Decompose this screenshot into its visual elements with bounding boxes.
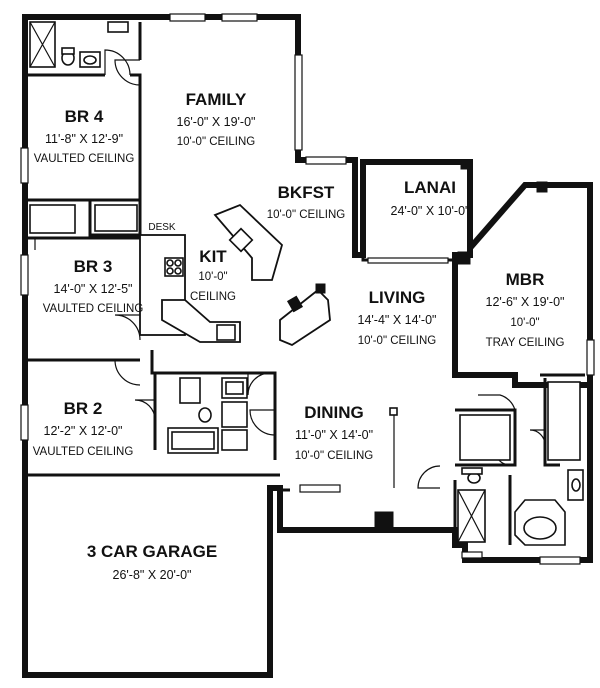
mbr-ceiling-2: TRAY CEILING xyxy=(486,337,565,349)
room-labels: FAMILY 16'-0" X 19'-0" 10'-0" CEILING BR… xyxy=(33,90,565,582)
bkfst-label: BKFST xyxy=(278,183,335,202)
dining-dims: 11'-0" X 14'-0" xyxy=(295,428,373,442)
br2-ceiling: VAULTED CEILING xyxy=(33,446,134,458)
interior-walls xyxy=(25,22,585,545)
br2-label: BR 2 xyxy=(64,399,103,418)
dining-ceiling: 10'-0" CEILING xyxy=(295,450,374,462)
dining-label: DINING xyxy=(304,403,364,422)
desk-label: DESK xyxy=(148,222,176,233)
mbr-ceiling-1: 10'-0" xyxy=(510,317,539,329)
fixtures xyxy=(29,21,584,546)
br2-dims: 12'-2" X 12'-0" xyxy=(44,424,123,438)
br4-label: BR 4 xyxy=(65,107,104,126)
family-dims: 16'-0" X 19'-0" xyxy=(177,115,256,129)
living-label: LIVING xyxy=(369,288,426,307)
br3-dims: 14'-0" X 12'-5" xyxy=(54,282,133,296)
mbr-label: MBR xyxy=(506,270,545,289)
windows xyxy=(20,13,595,565)
living-ceiling: 10'-0" CEILING xyxy=(358,335,437,347)
garage-label: 3 CAR GARAGE xyxy=(87,542,217,561)
lanai-label: LANAI xyxy=(404,178,456,197)
exterior-walls xyxy=(22,14,593,678)
br4-ceiling: VAULTED CEILING xyxy=(34,153,135,165)
mbr-dims: 12'-6" X 19'-0" xyxy=(486,295,565,309)
bkfst-ceiling: 10'-0" CEILING xyxy=(267,209,346,221)
family-label: FAMILY xyxy=(186,90,247,109)
living-dims: 14'-4" X 14'-0" xyxy=(358,313,437,327)
garage-dims: 26'-8" X 20'-0" xyxy=(113,568,192,582)
family-ceiling: 10'-0" CEILING xyxy=(177,136,256,148)
br4-dims: 11'-8" X 12'-9" xyxy=(45,132,123,146)
lanai-dims: 24'-0" X 10'-0" xyxy=(391,204,470,218)
lanai-structure xyxy=(361,159,593,385)
kit-label: KIT xyxy=(199,247,227,266)
kit-ceiling-2: CEILING xyxy=(190,291,236,303)
br3-ceiling: VAULTED CEILING xyxy=(43,303,144,315)
br3-label: BR 3 xyxy=(74,257,113,276)
kit-ceiling-1: 10'-0" xyxy=(198,271,227,283)
